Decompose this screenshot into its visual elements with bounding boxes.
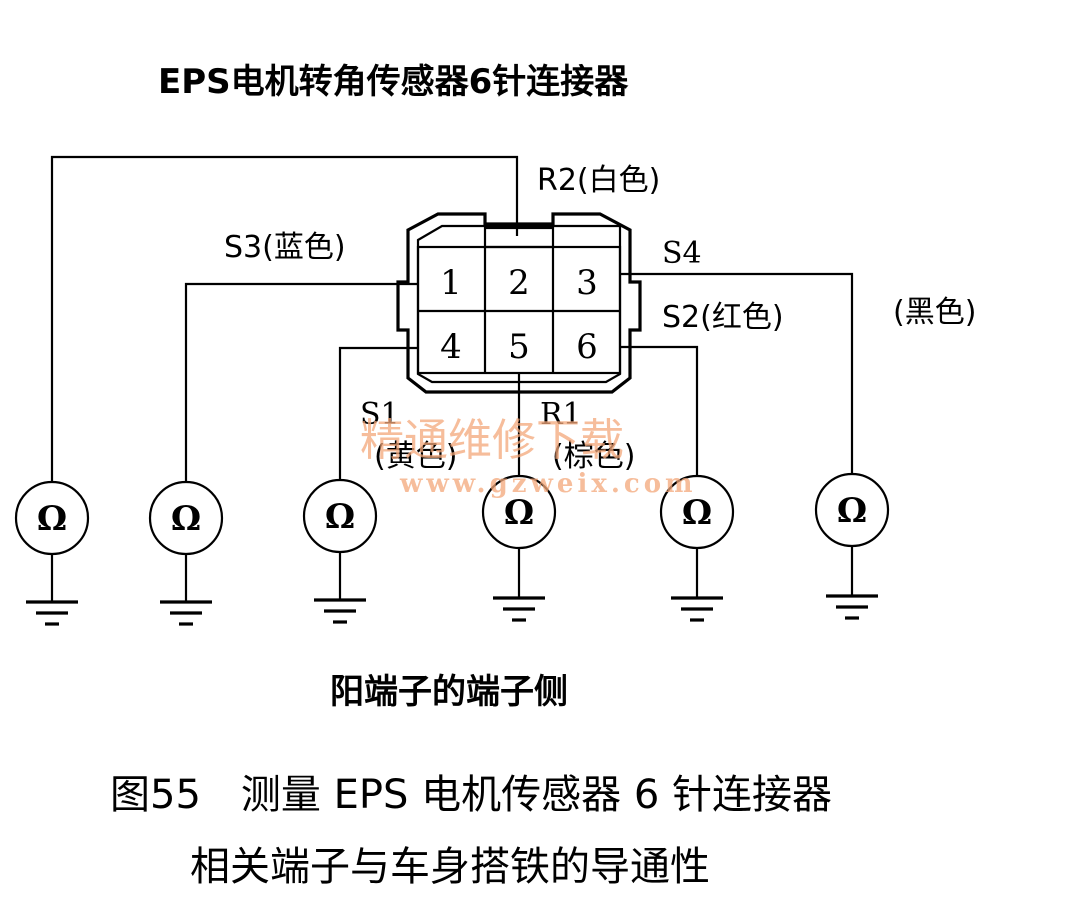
diagram-title: EPS电机转角传感器6针连接器 — [158, 62, 629, 102]
ground-symbol — [314, 552, 366, 624]
label-r1-color: (棕色) — [552, 439, 635, 474]
ohm-symbol: Ω — [37, 499, 67, 539]
ohmmeter-6: Ω — [814, 472, 890, 548]
wire-s2 — [620, 345, 699, 476]
ohmmeter-4: Ω — [481, 474, 557, 550]
caption-line-1: 图55 测量 EPS 电机传感器 6 针连接器 — [110, 772, 832, 818]
wires — [50, 155, 854, 482]
ground-symbol — [493, 548, 545, 622]
terminal-side-label: 阳端子的端子侧 — [330, 672, 568, 712]
ohmmeter-3: Ω — [302, 478, 378, 554]
pin-1-label: 1 — [440, 263, 462, 303]
label-s1-color: (黄色) — [374, 439, 457, 474]
pin-5-label: 5 — [508, 327, 530, 367]
label-black: (黑色) — [893, 295, 976, 330]
pin-4-label: 4 — [440, 327, 462, 367]
ohm-symbol: Ω — [171, 499, 201, 539]
wire-s3 — [184, 282, 418, 482]
ohmmeter-1: Ω — [14, 480, 90, 556]
ohmmeter-2: Ω — [148, 480, 224, 556]
ohm-symbol: Ω — [837, 491, 867, 531]
ohm-symbol: Ω — [682, 493, 712, 533]
wire-r2 — [50, 155, 519, 482]
ground-symbol — [160, 554, 212, 626]
wire-s4 — [620, 272, 854, 474]
pin-3-label: 3 — [576, 263, 598, 303]
watermark-text: 精通维修下载 — [360, 415, 624, 466]
ground-symbol — [826, 546, 878, 620]
ohmmeter-5: Ω — [659, 474, 735, 550]
label-r1-name: R1 — [540, 397, 582, 432]
caption-line-2: 相关端子与车身搭铁的导通性 — [190, 844, 710, 890]
ohm-symbol: Ω — [504, 493, 534, 533]
watermark-url: www.gzweix.com — [399, 469, 697, 499]
label-s4: S4 — [662, 236, 702, 271]
ground-symbol — [671, 548, 723, 622]
ohm-symbol: Ω — [325, 497, 355, 537]
label-s1-name: S1 — [360, 397, 400, 432]
pin-6-label: 6 — [576, 327, 598, 367]
wire-s1 — [338, 346, 418, 480]
pin-2-label: 2 — [508, 263, 530, 303]
ground-symbol — [26, 554, 78, 626]
label-s3: S3(蓝色) — [224, 230, 346, 265]
label-r2: R2(白色) — [537, 163, 660, 198]
label-s2: S2(红色) — [662, 300, 784, 335]
